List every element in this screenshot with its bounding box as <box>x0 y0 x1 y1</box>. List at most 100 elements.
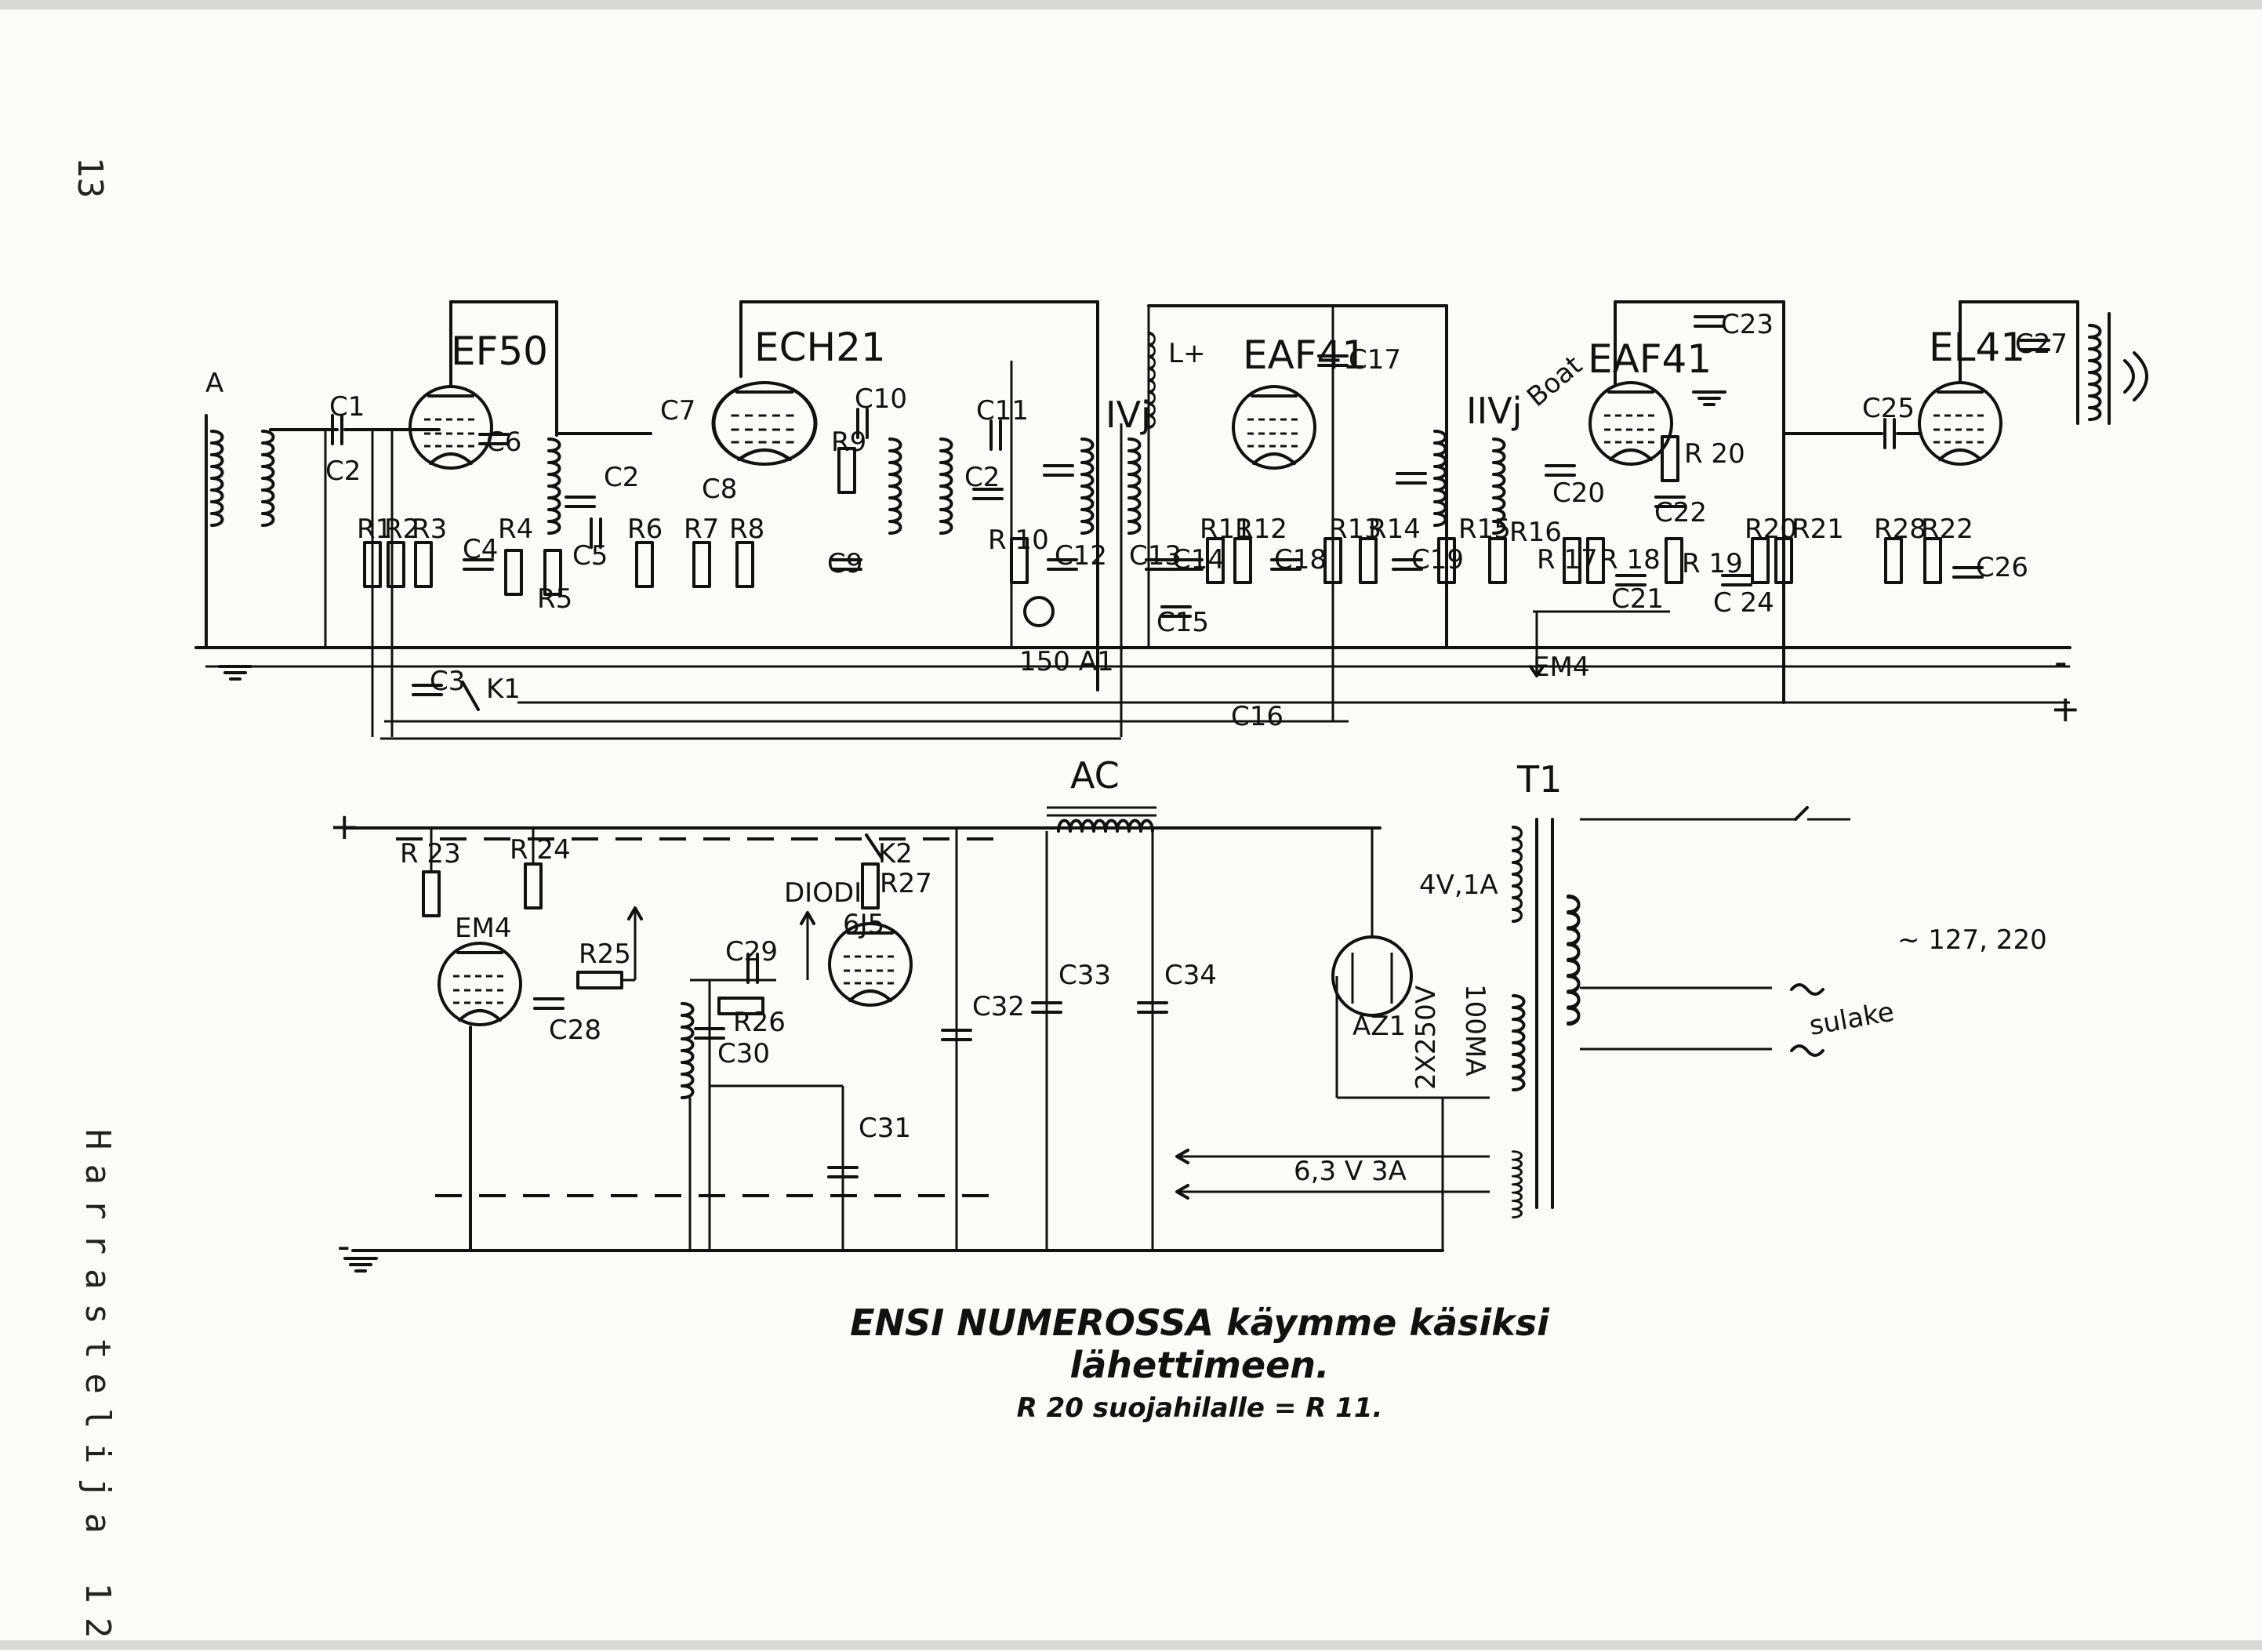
label-r19: R 19 <box>1682 548 1743 579</box>
label-c21: C21 <box>1611 583 1664 615</box>
r2-resistor <box>387 541 405 588</box>
em4-tuning-indicator <box>438 942 522 1026</box>
label-c33: C33 <box>1058 960 1111 991</box>
label-c11: C11 <box>976 395 1029 427</box>
label-c28: C28 <box>549 1015 601 1046</box>
label-c4: C4 <box>463 534 498 565</box>
scan-top-edge <box>0 0 2262 9</box>
r20-resistor <box>1661 435 1679 482</box>
label-c15: C15 <box>1156 607 1209 638</box>
label-r4: R4 <box>498 514 533 545</box>
caption-sub: R 20 suojahilalle = R 11. <box>1016 1392 1383 1424</box>
eaf41-tube-a <box>1232 385 1316 470</box>
label-r18: R 18 <box>1599 544 1661 575</box>
label-r15: R15 <box>1458 514 1511 545</box>
label-4v: 4V,1A <box>1419 870 1498 901</box>
label-r17: R 17 <box>1537 544 1598 575</box>
diodi-arrow <box>800 911 815 925</box>
label-c26: C26 <box>1976 552 2028 583</box>
mains-switch <box>1794 806 1809 821</box>
antenna-coil <box>210 430 224 527</box>
r27-resistor <box>861 862 880 910</box>
label-c32: C32 <box>972 991 1025 1022</box>
label-r5: R5 <box>537 583 572 615</box>
fuse-symbol <box>1790 1044 1824 1057</box>
r16-resistor <box>1488 537 1507 584</box>
c28-capacitor <box>533 997 565 1010</box>
label-c30: C30 <box>717 1038 770 1069</box>
label-c20: C20 <box>1552 477 1605 509</box>
label-c2c: C2 <box>964 462 1000 493</box>
label-c9: C9 <box>827 548 862 579</box>
osc-coil <box>888 438 902 535</box>
label-r1: R1 <box>357 514 392 545</box>
label-c22: C22 <box>1654 497 1707 528</box>
if2-capacitor <box>1396 472 1427 485</box>
label-mains: ~ 127, 220 <box>1897 924 2047 956</box>
ef50-tube <box>408 385 493 470</box>
hv-secondary-winding <box>1512 994 1526 1091</box>
if2-primary-coil <box>1433 430 1447 527</box>
c23-capacitor <box>1694 315 1725 328</box>
ballast-lamp <box>1023 596 1055 627</box>
label-r11: R11 <box>1200 514 1252 545</box>
filament-winding-4v <box>1511 826 1523 923</box>
label-c18: C18 <box>1274 544 1327 575</box>
r8-resistor <box>735 541 754 588</box>
label-2x250v: 2X250V <box>1411 986 1442 1090</box>
label-r28: R28 <box>1874 514 1926 545</box>
label-c27: C27 <box>2015 329 2068 360</box>
if1-secondary-coil <box>1127 438 1142 535</box>
label-r20: R 20 <box>1684 438 1745 470</box>
label-el41: EL41 <box>1929 325 2025 370</box>
label-c16: C16 <box>1231 701 1283 732</box>
label-az1: AZ1 <box>1352 1011 1406 1042</box>
ech21-tube <box>713 383 815 464</box>
r3-resistor <box>414 541 433 588</box>
label-c13: C13 <box>1129 540 1182 572</box>
label-c5: C5 <box>572 540 608 572</box>
label-r16: R16 <box>1509 517 1562 548</box>
r4-resistor <box>504 549 523 596</box>
el41-tube <box>1918 381 2002 466</box>
label-boat: Boat <box>1521 350 1588 413</box>
label-r26: R26 <box>733 1007 786 1038</box>
scan-bottom-edge <box>0 1640 2262 1650</box>
k2-switch <box>865 833 884 860</box>
r19-resistor <box>1665 537 1683 584</box>
r6-resistor <box>635 541 654 588</box>
label-r8: R8 <box>729 514 764 545</box>
if1-capacitor <box>1043 464 1074 477</box>
label-ivj: IVj <box>1106 394 1151 436</box>
c2-tuning-capacitor-b <box>565 496 596 508</box>
r25-resistor <box>576 971 623 989</box>
r22-resistor <box>1923 537 1942 584</box>
label-c19: C19 <box>1411 544 1464 575</box>
label-r3: R3 <box>412 514 447 545</box>
label-k1: K1 <box>486 674 521 705</box>
r28-resistor <box>1884 537 1903 584</box>
label-c31: C31 <box>859 1113 911 1144</box>
label-c3: C3 <box>430 666 465 697</box>
label-lamp: 150 A1 <box>1019 646 1114 677</box>
r12-resistor <box>1233 537 1252 584</box>
label-r27: R27 <box>880 868 932 899</box>
label-r25: R25 <box>579 939 631 970</box>
r20b-resistor <box>1751 537 1770 584</box>
r24-resistor <box>524 862 543 910</box>
caption-main: ENSI NUMEROSSA käymme käsiksi lähettimee… <box>850 1302 1549 1386</box>
label-c12: C12 <box>1055 540 1107 572</box>
label-em4-ref: EM4 <box>1533 652 1589 683</box>
if1-primary-coil <box>1080 438 1095 535</box>
em4-arrow <box>1529 665 1545 677</box>
label-r6: R6 <box>627 514 663 545</box>
label-c34: C34 <box>1164 960 1217 991</box>
label-r10: R 10 <box>988 525 1049 556</box>
label-r14: R14 <box>1368 514 1421 545</box>
label-lplus: L+ <box>1168 338 1205 369</box>
eaf41-tube-b <box>1588 381 1673 466</box>
label-r12: R12 <box>1235 514 1287 545</box>
label-c2b: C2 <box>604 462 639 493</box>
label-eaf41-a: EAF41 <box>1243 332 1367 378</box>
